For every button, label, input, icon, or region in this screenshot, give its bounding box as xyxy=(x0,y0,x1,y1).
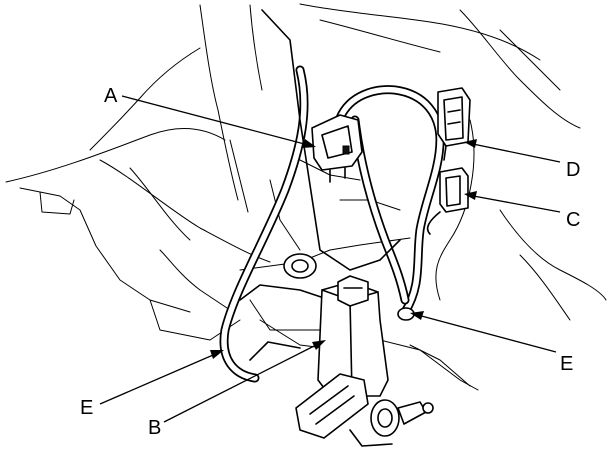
callout-a: A xyxy=(104,85,118,107)
connector-d xyxy=(437,87,471,161)
leader-e-right xyxy=(410,311,557,353)
callout-d: D xyxy=(566,159,580,181)
connector-c xyxy=(426,167,469,235)
hose-left xyxy=(219,65,309,383)
leader-e-left xyxy=(99,350,224,405)
leader-b xyxy=(163,340,326,423)
leader-a xyxy=(121,95,316,148)
callout-b: B xyxy=(148,417,161,439)
component-b xyxy=(295,275,434,447)
engine-bay-outline xyxy=(5,3,607,391)
callout-e-left: E xyxy=(80,397,93,419)
hose-middle xyxy=(350,115,410,305)
mounting-bracket xyxy=(239,9,401,361)
callout-e-right: E xyxy=(560,353,573,375)
leader-d xyxy=(464,139,561,163)
connector-a xyxy=(311,114,363,183)
callout-c: C xyxy=(566,209,580,231)
leader-c xyxy=(464,191,561,213)
hose-right xyxy=(335,85,445,317)
